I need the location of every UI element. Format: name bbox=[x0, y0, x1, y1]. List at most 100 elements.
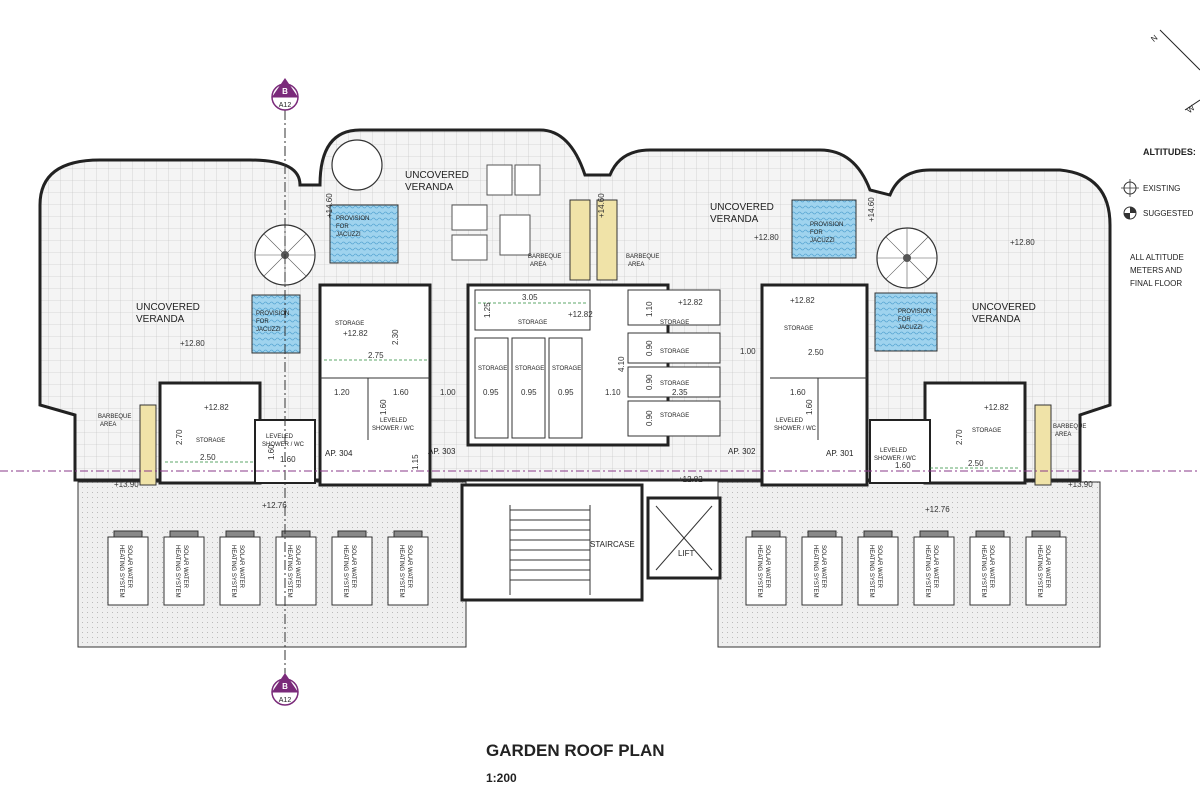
solar-label: SOLAR WATER bbox=[932, 545, 938, 589]
storage-label: STORAGE bbox=[972, 428, 1001, 434]
legend-note: ALL ALTITUDE bbox=[1130, 253, 1184, 262]
shower-label: SHOWER / WC bbox=[372, 426, 415, 432]
storage-label: STORAGE bbox=[660, 320, 689, 326]
jacuzzi-label: PROVISION bbox=[256, 311, 289, 317]
jacuzzi-pool bbox=[791, 199, 857, 259]
dimension: 1.60 bbox=[267, 444, 276, 460]
solar-label: SOLAR WATER bbox=[350, 545, 356, 589]
altitude-marks: +12.82 +12.82 +12.82 +12.82 +12.82 +12.8… bbox=[114, 193, 1093, 514]
shower-label: SHOWER / WC bbox=[262, 442, 305, 448]
dimension: 0.95 bbox=[483, 388, 499, 397]
jacuzzi-label: PROVISION bbox=[810, 222, 843, 228]
altitude: +13.90 bbox=[114, 480, 139, 489]
dimension: 2.50 bbox=[808, 348, 824, 357]
dimension: 0.95 bbox=[558, 388, 574, 397]
solar-label: HEATING SYSTEM bbox=[980, 545, 986, 598]
outdoor-furniture bbox=[451, 164, 541, 261]
jacuzzi-pool bbox=[329, 204, 399, 264]
jacuzzi-label: FOR bbox=[810, 230, 823, 236]
dimension: 4.10 bbox=[617, 356, 626, 372]
jacuzzi-label: FOR bbox=[336, 224, 349, 230]
storage-label: STORAGE bbox=[552, 366, 581, 372]
solar-units-left: SOLAR WATER HEATING SYSTEM SOLAR WATER H… bbox=[107, 530, 429, 606]
legend-note: FINAL FLOOR bbox=[1130, 279, 1182, 288]
shower-label: LEVELED bbox=[776, 418, 804, 424]
solar-label: HEATING SYSTEM bbox=[756, 545, 762, 598]
storage-label: STORAGE bbox=[660, 381, 689, 387]
barbeque-label: BARBEQUE bbox=[528, 254, 561, 260]
apartment-label: AP. 301 bbox=[826, 449, 854, 458]
altitude: +12.76 bbox=[925, 505, 950, 514]
solar-label: SOLAR WATER bbox=[764, 545, 770, 589]
shower-label: LEVELED bbox=[266, 434, 294, 440]
altitude: +13.90 bbox=[1068, 480, 1093, 489]
dimension: 1.60 bbox=[805, 399, 814, 415]
altitude: +12.82 bbox=[678, 475, 703, 484]
dimension: 1.60 bbox=[393, 388, 409, 397]
building-core bbox=[158, 283, 1027, 602]
dimension: 1.60 bbox=[895, 461, 911, 470]
veranda-label: VERANDA bbox=[972, 314, 1021, 325]
solar-label: SOLAR WATER bbox=[820, 545, 826, 589]
solar-label: SOLAR WATER bbox=[988, 545, 994, 589]
altitude-legend: ALTITUDES: EXISTING SUGGESTED ALL ALTITU… bbox=[1121, 147, 1196, 288]
spiral-stair-right bbox=[876, 227, 938, 289]
solar-label: SOLAR WATER bbox=[238, 545, 244, 589]
solar-label: SOLAR WATER bbox=[126, 545, 132, 589]
section-sheet: A12 bbox=[279, 102, 292, 109]
dimension: 2.50 bbox=[968, 459, 984, 468]
solar-label: HEATING SYSTEM bbox=[1036, 545, 1042, 598]
veranda-label: VERANDA bbox=[136, 314, 185, 325]
shower-label: SHOWER / WC bbox=[774, 426, 817, 432]
dimension: 1.00 bbox=[440, 388, 456, 397]
jacuzzi-label: FOR bbox=[898, 317, 911, 323]
altitude: +12.82 bbox=[343, 329, 368, 338]
dimension: 1.20 bbox=[334, 388, 350, 397]
apartment-label: AP. 303 bbox=[428, 447, 456, 456]
section-marker-top: B A12 bbox=[271, 78, 299, 111]
altitude: +12.76 bbox=[262, 501, 287, 510]
dimension: 2.70 bbox=[955, 429, 964, 445]
barbeque-label: AREA bbox=[100, 422, 116, 428]
storage-label: STORAGE bbox=[518, 320, 547, 326]
altitude: +12.80 bbox=[754, 233, 779, 242]
dimension: 2.75 bbox=[368, 351, 384, 360]
altitude: +12.82 bbox=[568, 310, 593, 319]
dimension: 1.60 bbox=[280, 455, 296, 464]
altitude: +14.60 bbox=[867, 197, 876, 222]
compass-west: W bbox=[1185, 103, 1197, 115]
dimension: 2.70 bbox=[175, 429, 184, 445]
legend-note: METERS AND bbox=[1130, 266, 1182, 275]
dimension: 1.60 bbox=[379, 399, 388, 415]
dimensions: 3.05 1.25 2.30 2.75 0.95 0.95 0.95 1.10 … bbox=[165, 293, 1020, 470]
storage-label: STORAGE bbox=[660, 413, 689, 419]
dimension: 1.15 bbox=[411, 454, 420, 470]
solar-label: HEATING SYSTEM bbox=[812, 545, 818, 598]
round-planter bbox=[331, 139, 383, 191]
dimension: 0.90 bbox=[645, 374, 654, 390]
jacuzzi-label: JACUZZI bbox=[336, 232, 361, 238]
storage-label: STORAGE bbox=[335, 321, 364, 327]
solar-label: SOLAR WATER bbox=[1044, 545, 1050, 589]
section-sheet: A12 bbox=[279, 697, 292, 704]
legend-heading: ALTITUDES: bbox=[1143, 147, 1196, 157]
solar-label: SOLAR WATER bbox=[406, 545, 412, 589]
altitude: +12.82 bbox=[204, 403, 229, 412]
dimension: 0.90 bbox=[645, 410, 654, 426]
shower-label: SHOWER / WC bbox=[874, 456, 917, 462]
jacuzzi-label: PROVISION bbox=[336, 216, 369, 222]
apartment-label: AP. 304 bbox=[325, 449, 353, 458]
dimension: 0.90 bbox=[645, 340, 654, 356]
dimension: 2.50 bbox=[200, 453, 216, 462]
altitude: +14.60 bbox=[325, 193, 334, 218]
legend-suggested: SUGGESTED bbox=[1143, 209, 1193, 218]
solar-label: SOLAR WATER bbox=[876, 545, 882, 589]
dimension: 1.00 bbox=[740, 347, 756, 356]
solar-label: HEATING SYSTEM bbox=[174, 545, 180, 598]
dimension: 2.30 bbox=[391, 329, 400, 345]
solar-units-right: SOLAR WATER HEATING SYSTEM SOLAR WATER H… bbox=[745, 530, 1067, 606]
plan-scale: 1:200 bbox=[486, 771, 517, 785]
veranda-label: UNCOVERED bbox=[136, 302, 200, 313]
veranda-label: UNCOVERED bbox=[710, 202, 774, 213]
